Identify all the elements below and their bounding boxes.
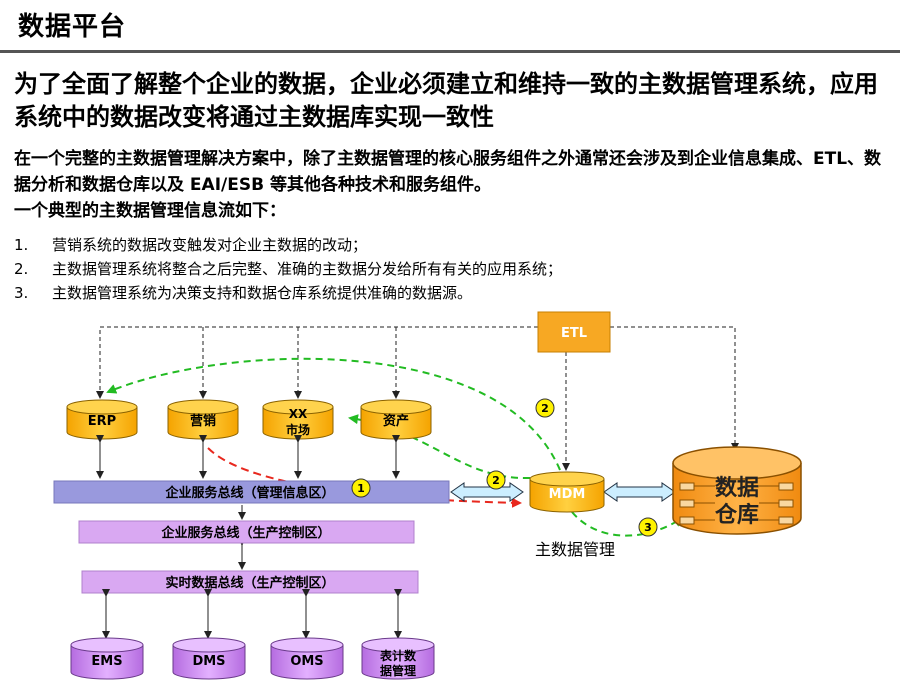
etl-box: ETL (537, 311, 611, 353)
headline: 为了全面了解整个企业的数据，企业必须建立和维持一致的主数据管理系统，应用系统中的… (14, 70, 878, 131)
etl-connectors (96, 326, 739, 471)
intro-block: 在一个完整的主数据管理解决方案中，除了主数据管理的核心服务组件之外通常还会涉及到… (14, 146, 894, 224)
svg-text:2: 2 (541, 402, 549, 415)
svg-text:2: 2 (492, 474, 500, 487)
cylinder-xx-label-line1: XX (289, 407, 308, 421)
step-item: 3. 主数据管理系统为决策支持和数据仓库系统提供准确的数据源。 (14, 281, 894, 305)
warehouse-blocks-icon (679, 482, 794, 525)
flow-title: 一个典型的主数据管理信息流如下： (14, 201, 286, 221)
green-flow-arrows (106, 357, 684, 537)
cylinder-marketing: 营销 (167, 399, 239, 440)
step-number: 1. (14, 236, 29, 254)
cylinder-erp-label: ERP (88, 414, 116, 429)
cylinder-assets-label: 资产 (383, 413, 409, 429)
bus-production-label: 企业服务总线（生产控制区） (160, 525, 330, 541)
app-bus-links (96, 435, 400, 479)
warehouse-label-line2: 仓库 (714, 502, 759, 528)
step-marker: 2 (535, 398, 555, 418)
cylinder-assets: 资产 (360, 399, 432, 440)
cylinder-ems-label: EMS (91, 654, 122, 669)
step-number: 3. (14, 284, 29, 302)
cylinder-oms: OMS (270, 637, 344, 680)
bottom-system-links (102, 589, 402, 639)
bus-management-label: 企业服务总线（管理信息区） (164, 485, 334, 501)
step-number: 2. (14, 260, 29, 278)
bus-realtime: 实时数据总线（生产控制区） (81, 570, 419, 594)
cylinder-meter-label-line1: 表计数 (379, 648, 417, 663)
cylinder-oms-label: OMS (290, 654, 323, 669)
bus-management: 企业服务总线（管理信息区） (53, 480, 450, 504)
bus-production: 企业服务总线（生产控制区） (78, 520, 415, 544)
cylinder-meter-data: 表计数 据管理 (361, 637, 435, 680)
cylinder-mdm: MDM (529, 471, 605, 513)
intro-text: 在一个完整的主数据管理解决方案中，除了主数据管理的核心服务组件之外通常还会涉及到… (14, 149, 882, 195)
cylinder-marketing-label: 营销 (190, 413, 216, 429)
step-item: 1. 营销系统的数据改变触发对企业主数据的改动； (14, 233, 894, 257)
etl-label: ETL (561, 326, 587, 341)
cylinder-dms: DMS (172, 637, 246, 680)
step-marker: 1 (351, 478, 371, 498)
mdm-exchange-arrows (450, 482, 676, 502)
step-text: 主数据管理系统将整合之后完整、准确的主数据分发给所有有关的应用系统； (52, 260, 563, 278)
page-title: 数据平台 (18, 12, 127, 42)
mdm-caption: 主数据管理 (535, 540, 615, 559)
cylinder-erp: ERP (66, 399, 138, 440)
steps-list: 1. 营销系统的数据改变触发对企业主数据的改动； 2. 主数据管理系统将整合之后… (14, 233, 894, 305)
title-divider (0, 50, 900, 53)
step-text: 主数据管理系统为决策支持和数据仓库系统提供准确的数据源。 (52, 284, 473, 302)
svg-text:1: 1 (357, 482, 365, 495)
warehouse-label-line1: 数据 (715, 475, 759, 501)
cylinder-mdm-label: MDM (549, 487, 586, 502)
cylinder-ems: EMS (70, 637, 144, 680)
step-text: 营销系统的数据改变触发对企业主数据的改动； (52, 236, 368, 254)
cylinder-meter-label-line2: 据管理 (380, 663, 416, 678)
bus-realtime-label: 实时数据总线（生产控制区） (165, 575, 334, 591)
cylinder-dms-label: DMS (192, 654, 225, 669)
cylinder-xx-label-line2: 市场 (286, 422, 310, 437)
data-warehouse: 数据 仓库 (672, 446, 802, 535)
step-item: 2. 主数据管理系统将整合之后完整、准确的主数据分发给所有有关的应用系统； (14, 257, 894, 281)
svg-text:3: 3 (644, 521, 652, 534)
step-marker: 2 (486, 470, 506, 490)
cylinder-xx-market: XX 市场 (262, 399, 334, 440)
step-marker: 3 (638, 517, 658, 537)
